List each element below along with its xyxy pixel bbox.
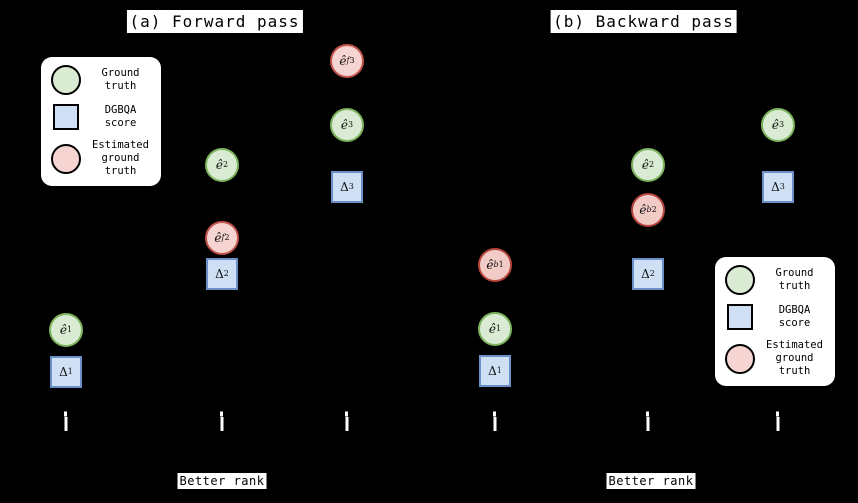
legend-swatch-blue-square-icon: [53, 104, 79, 130]
legend-item-label: Estimated ground truth: [92, 139, 149, 178]
legend-item-label: Estimated ground truth: [766, 339, 823, 378]
axis-tick-b-2: [775, 411, 781, 433]
axis-label-a: Better rank: [177, 473, 267, 489]
axis-label-b: Better rank: [606, 473, 696, 489]
legend-item-label: DGBQA score: [778, 303, 811, 329]
legend-swatch-red-circle-icon: [51, 143, 81, 174]
panel-title-a: (a) Forward pass: [126, 10, 303, 34]
axis-tick-a-0: [63, 411, 69, 433]
axis-tick-b-0: [492, 411, 498, 433]
axis-tick-b-1: [645, 411, 651, 433]
legend-item-label: DGBQA score: [104, 103, 137, 129]
legend-item-1: DGBQA score: [725, 302, 825, 332]
legend-item-0: Ground truth: [51, 65, 151, 95]
legend-item-0: Ground truth: [725, 265, 825, 295]
legend-item-2: Estimated ground truth: [725, 339, 825, 378]
legend-swatch-green-circle-icon: [51, 65, 81, 95]
legend-item-label: Ground truth: [101, 66, 140, 92]
legend-item-1: DGBQA score: [51, 102, 151, 132]
legend-swatch-blue-square-icon: [727, 304, 753, 330]
panel-title-b: (b) Backward pass: [550, 10, 737, 34]
legend-item-2: Estimated ground truth: [51, 139, 151, 178]
legend-swatch-red-circle-icon: [725, 343, 755, 374]
legend-swatch-green-circle-icon: [725, 265, 755, 295]
legend-item-label: Ground truth: [775, 266, 814, 292]
axis-tick-a-1: [219, 411, 225, 433]
axis-tick-a-2: [344, 411, 350, 433]
